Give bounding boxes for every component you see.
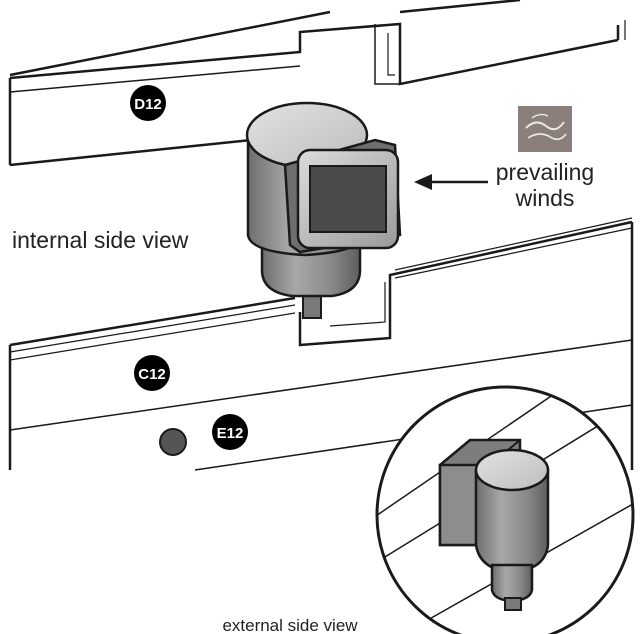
arrow-left-icon bbox=[414, 174, 488, 190]
drain-hole bbox=[159, 428, 187, 456]
svg-text:C12: C12 bbox=[138, 366, 166, 383]
prevailing-label-line2: winds bbox=[515, 185, 575, 211]
svg-text:D12: D12 bbox=[134, 96, 162, 113]
external-zoom-view bbox=[375, 385, 635, 634]
prevailing-label-line1: prevailing bbox=[496, 159, 594, 185]
svg-text:E12: E12 bbox=[217, 425, 244, 442]
internal-side-view-label: internal side view bbox=[12, 227, 189, 253]
vent-fixture bbox=[245, 101, 402, 319]
external-side-view-label: external side view bbox=[222, 616, 358, 634]
badge-c12: C12 bbox=[134, 355, 170, 391]
badge-d12: D12 bbox=[130, 85, 166, 121]
top-panel bbox=[8, 0, 626, 167]
bottom-panel bbox=[8, 217, 634, 471]
wind-swirl-icon bbox=[518, 106, 572, 152]
badge-e12: E12 bbox=[212, 414, 248, 450]
